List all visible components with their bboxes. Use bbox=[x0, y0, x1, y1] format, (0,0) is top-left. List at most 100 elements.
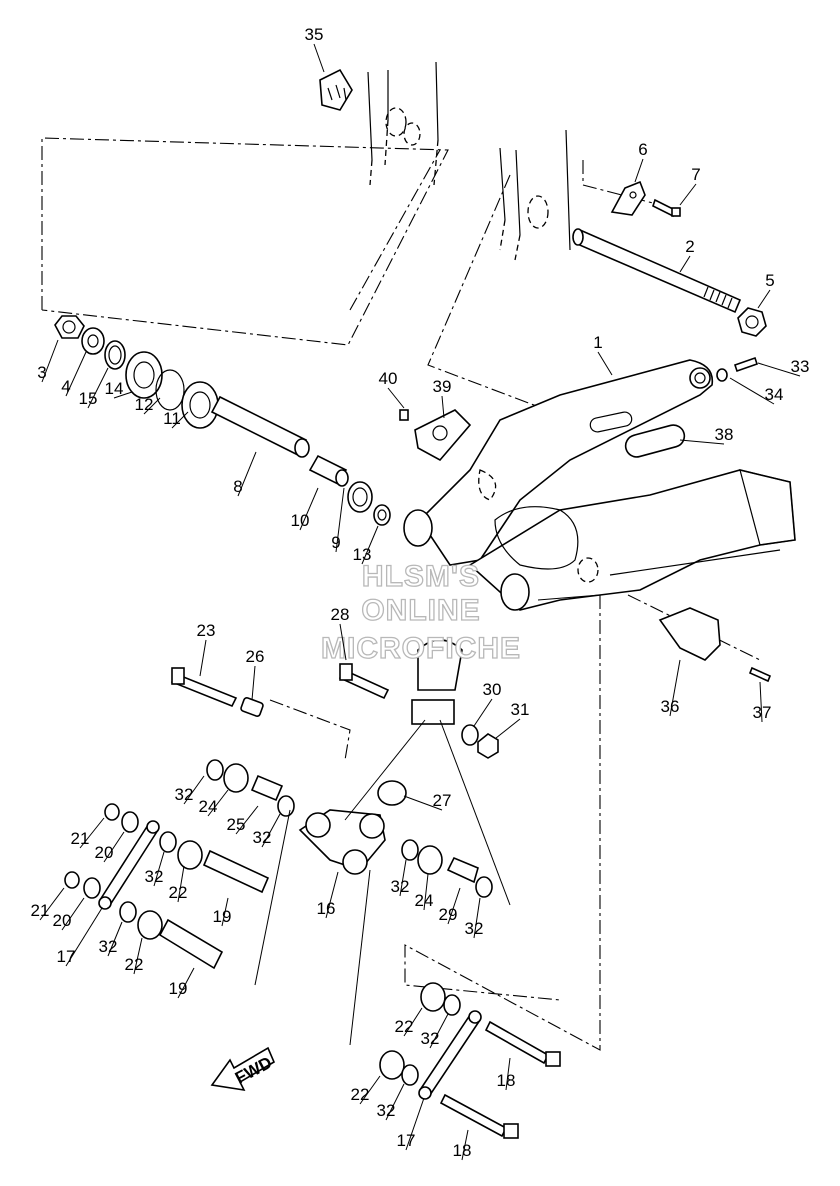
callout-leader-30 bbox=[473, 698, 493, 727]
callout-36: 36 bbox=[661, 697, 680, 716]
callout-leader-32 bbox=[153, 851, 165, 887]
callout-leader-18 bbox=[461, 1129, 469, 1161]
callout-22: 22 bbox=[125, 955, 144, 974]
rubber-pad bbox=[624, 424, 686, 458]
callout-leader-22 bbox=[403, 1007, 423, 1037]
callout-leader-36 bbox=[669, 659, 681, 717]
callout-5: 5 bbox=[765, 271, 774, 290]
callout-18: 18 bbox=[453, 1141, 472, 1160]
callout-17: 17 bbox=[397, 1131, 416, 1150]
callout-20: 20 bbox=[53, 911, 72, 930]
watermark-line-2: ONLINE bbox=[361, 594, 480, 627]
callout-28: 28 bbox=[331, 605, 350, 624]
callout-17: 17 bbox=[57, 947, 76, 966]
callout-leader-32 bbox=[385, 1083, 405, 1121]
callout-leader-17 bbox=[405, 1097, 425, 1151]
callout-32: 32 bbox=[421, 1029, 440, 1048]
callout-31: 31 bbox=[511, 700, 530, 719]
callout-leader-27 bbox=[403, 795, 443, 811]
callout-22: 22 bbox=[351, 1085, 370, 1104]
relay-arm bbox=[206, 759, 493, 898]
callout-leader-31 bbox=[495, 718, 521, 739]
callout-7: 7 bbox=[691, 165, 700, 184]
callout-23: 23 bbox=[197, 621, 216, 640]
callout-leader-20 bbox=[103, 831, 125, 863]
callout-leader-32 bbox=[473, 897, 481, 939]
callout-33: 33 bbox=[791, 357, 810, 376]
callout-22: 22 bbox=[169, 883, 188, 902]
callout-leader-22 bbox=[133, 937, 143, 975]
callout-leader-40 bbox=[387, 387, 405, 409]
pivot-bearing-stack bbox=[54, 315, 391, 526]
callout-labels: 1234567891011121314151617171818191920202… bbox=[31, 25, 810, 1161]
pivot-nut bbox=[737, 307, 767, 337]
callout-12: 12 bbox=[135, 395, 154, 414]
callout-leader-19 bbox=[221, 897, 229, 927]
callout-4: 4 bbox=[61, 377, 70, 396]
callout-26: 26 bbox=[246, 647, 265, 666]
watermark: HLSM'S ONLINE MICROFICHE bbox=[320, 559, 521, 665]
callout-leader-32 bbox=[429, 1013, 449, 1049]
callout-leader-23 bbox=[199, 639, 207, 677]
pivot-shaft bbox=[572, 228, 742, 314]
callout-27: 27 bbox=[433, 791, 452, 810]
watermark-line-3: MICROFICHE bbox=[321, 632, 521, 665]
callout-leader-38 bbox=[679, 439, 725, 445]
callout-leader-6 bbox=[634, 158, 644, 183]
bracket bbox=[610, 180, 681, 218]
adjuster-bolt bbox=[716, 356, 759, 382]
callout-leader-33 bbox=[757, 362, 801, 377]
callout-24: 24 bbox=[415, 891, 434, 910]
connecting-rods bbox=[64, 803, 561, 1139]
callout-32: 32 bbox=[253, 828, 272, 847]
callout-leader-9 bbox=[335, 487, 345, 553]
callout-leader-24 bbox=[423, 873, 429, 911]
callout-13: 13 bbox=[353, 545, 372, 564]
callout-leader-22 bbox=[359, 1075, 381, 1105]
callout-leader-2 bbox=[679, 255, 691, 273]
callout-32: 32 bbox=[175, 785, 194, 804]
connection-lines bbox=[254, 594, 601, 1046]
callout-leader-24 bbox=[207, 789, 229, 817]
callout-leader-29 bbox=[447, 887, 461, 925]
callout-leader-11 bbox=[171, 411, 189, 429]
callout-32: 32 bbox=[391, 877, 410, 896]
callout-21: 21 bbox=[31, 901, 50, 920]
callout-2: 2 bbox=[685, 237, 694, 256]
fwd-arrow-icon: FWD bbox=[210, 1046, 275, 1092]
callout-leader-32 bbox=[399, 859, 407, 897]
callout-29: 29 bbox=[439, 905, 458, 924]
callout-leader-5 bbox=[757, 289, 771, 309]
callout-leader-15 bbox=[87, 367, 109, 409]
callout-34: 34 bbox=[765, 385, 784, 404]
callout-32: 32 bbox=[465, 919, 484, 938]
callout-leader-21 bbox=[39, 887, 65, 921]
linkage-bolts bbox=[170, 639, 499, 806]
callout-leader-19 bbox=[177, 967, 195, 999]
callout-35: 35 bbox=[305, 25, 324, 44]
callout-25: 25 bbox=[227, 815, 246, 834]
callout-leader-10 bbox=[299, 487, 319, 531]
callout-19: 19 bbox=[213, 907, 232, 926]
callout-leader-20 bbox=[61, 897, 85, 931]
callout-leader-32 bbox=[183, 775, 205, 805]
callout-18: 18 bbox=[497, 1071, 516, 1090]
callout-39: 39 bbox=[433, 377, 452, 396]
chain-guard bbox=[658, 607, 772, 683]
callout-leader-13 bbox=[361, 525, 379, 565]
callout-15: 15 bbox=[79, 389, 98, 408]
callout-14: 14 bbox=[105, 379, 124, 398]
callout-30: 30 bbox=[483, 680, 502, 699]
callout-10: 10 bbox=[291, 511, 310, 530]
callout-37: 37 bbox=[753, 703, 772, 722]
callout-20: 20 bbox=[95, 843, 114, 862]
callout-leader-28 bbox=[339, 623, 347, 661]
callout-leader-39 bbox=[441, 395, 445, 419]
callout-leader-26 bbox=[251, 665, 256, 701]
callout-leader-4 bbox=[65, 351, 87, 397]
callout-leader-37 bbox=[759, 681, 763, 723]
callout-leader-8 bbox=[237, 451, 257, 497]
callout-leader-34 bbox=[729, 377, 775, 405]
